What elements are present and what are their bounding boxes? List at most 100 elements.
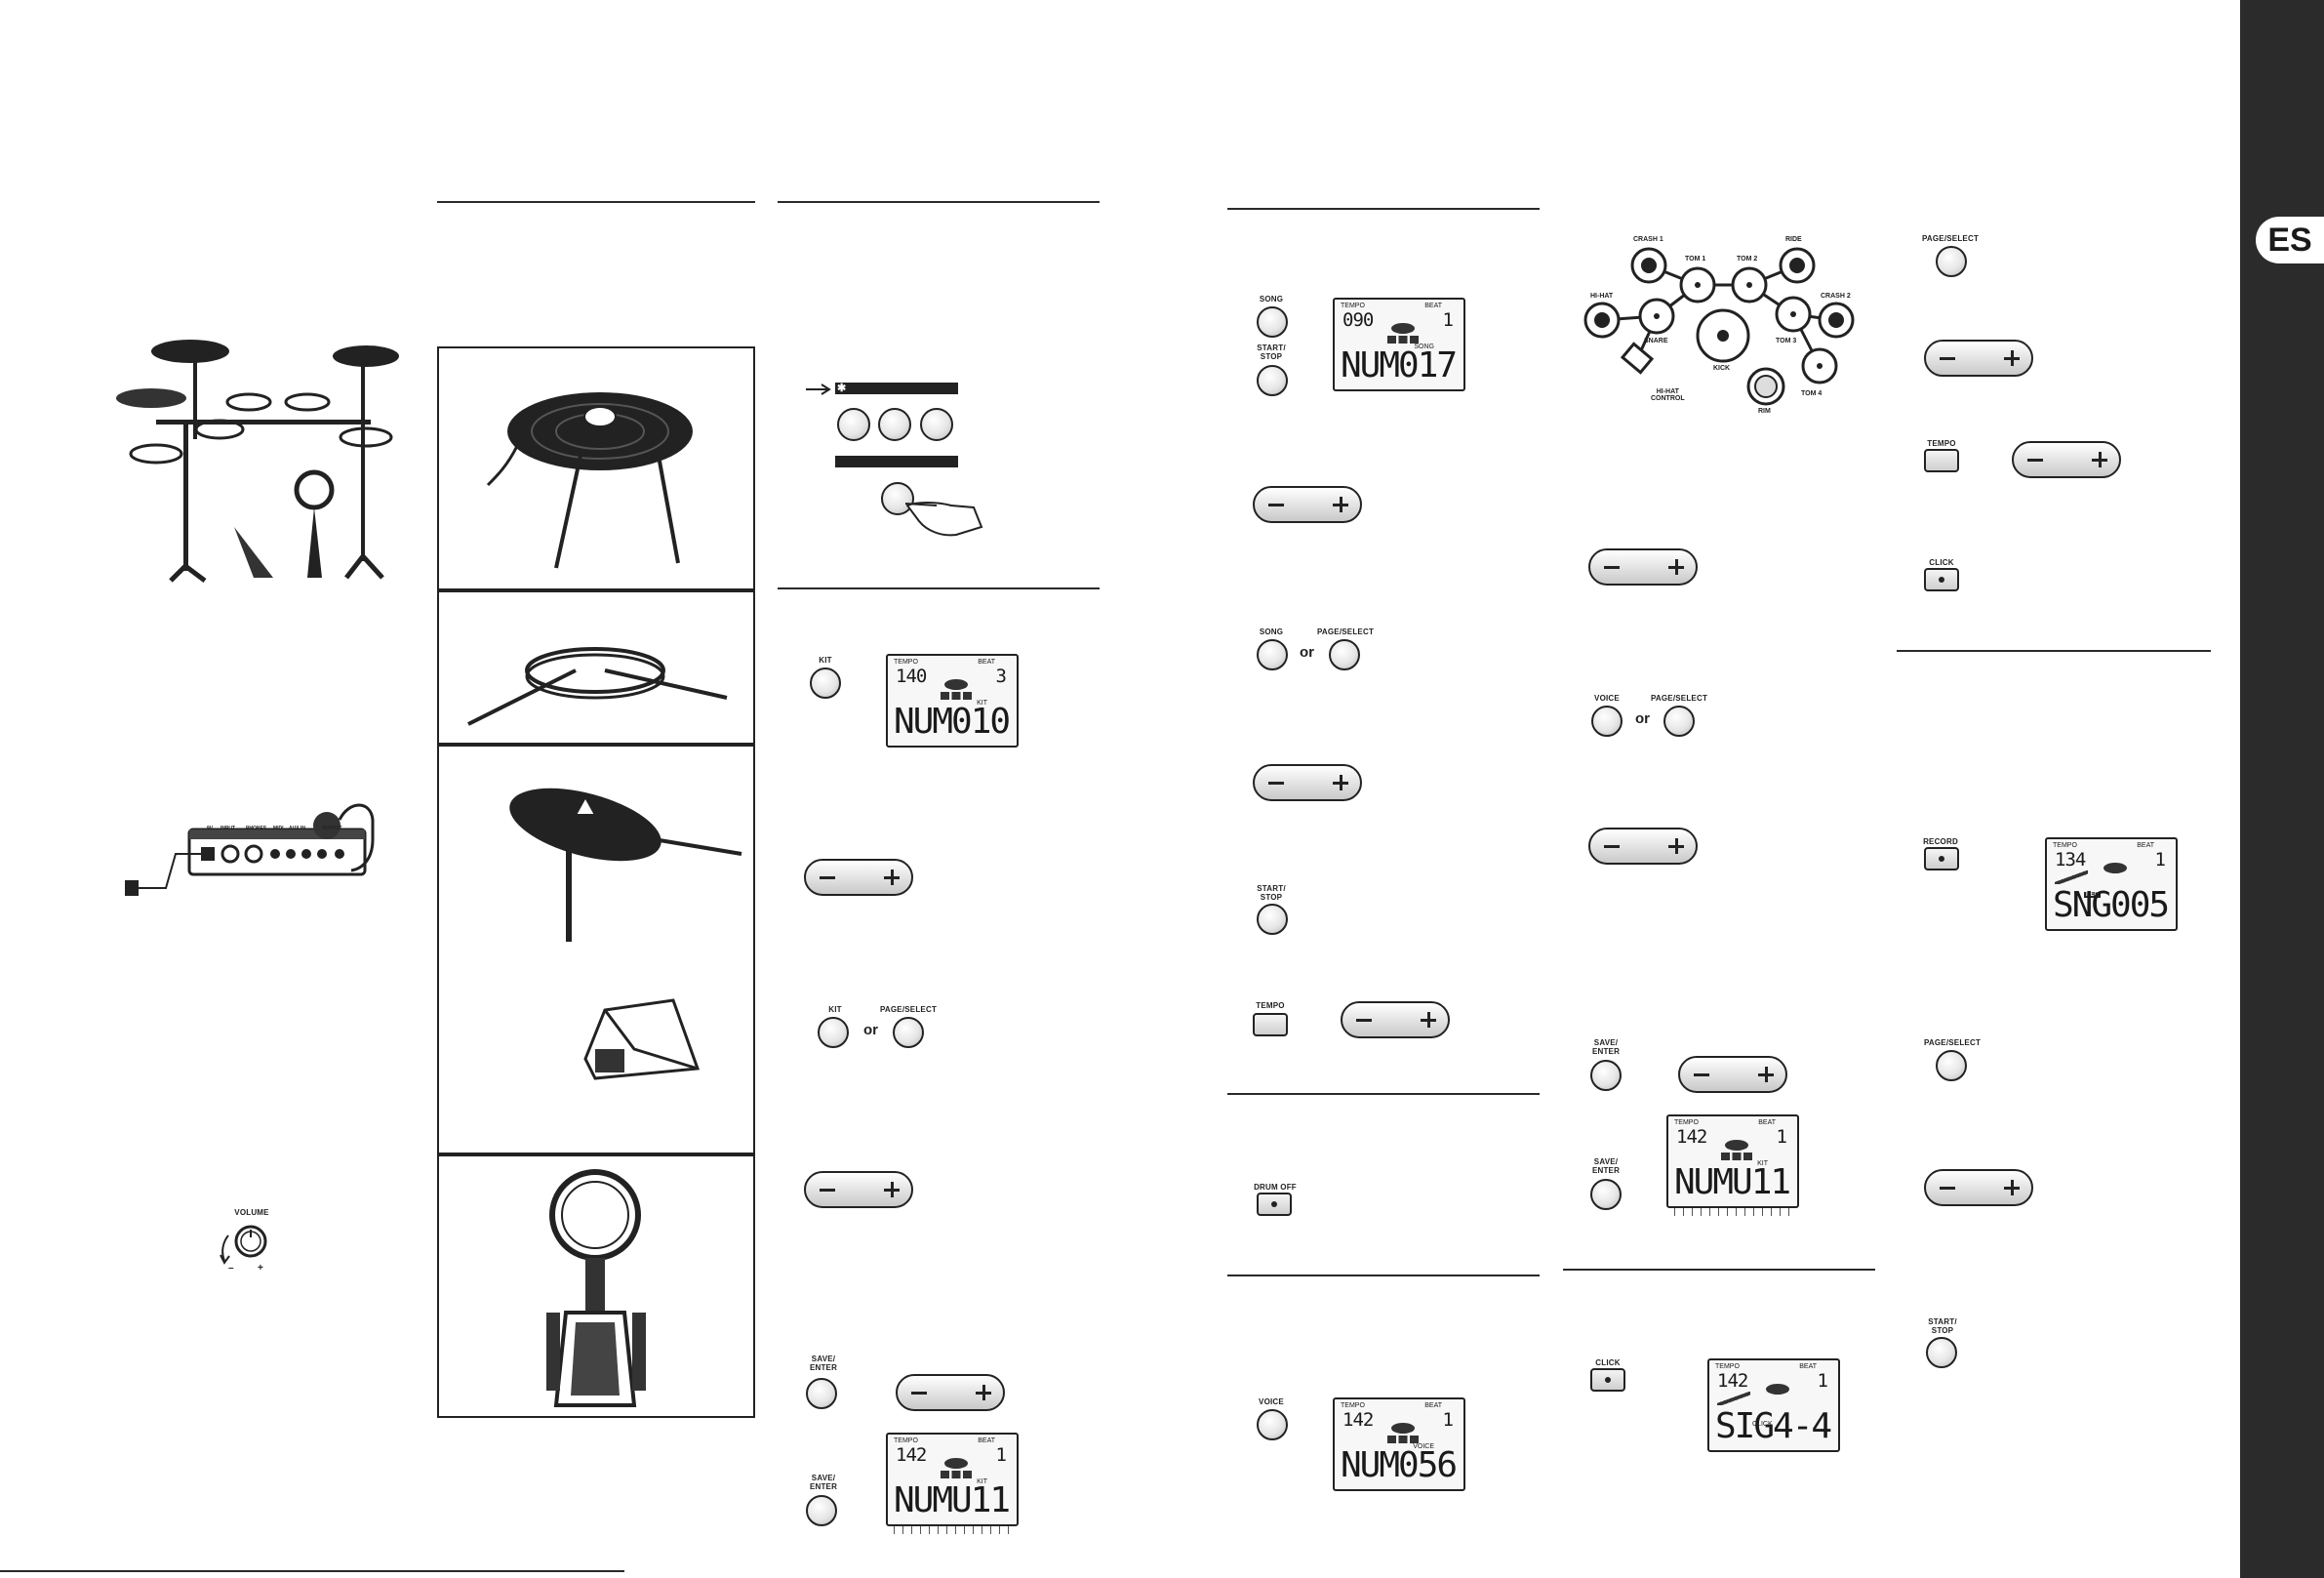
section-rule	[437, 201, 755, 203]
lcd-tempo-value: 142	[1342, 1409, 1374, 1431]
section-rule	[1227, 208, 1540, 210]
language-tab[interactable]: ES	[2256, 217, 2324, 263]
lcd-mode-label: SONG	[1414, 344, 1434, 350]
minus-plus-button[interactable]	[1341, 1001, 1450, 1038]
click-button[interactable]	[1924, 568, 1959, 591]
save-enter-button[interactable]	[806, 1495, 837, 1526]
lcd-beat-value: 1	[1776, 1126, 1787, 1148]
lcd-drum-icon	[2104, 863, 2127, 873]
record-label: RECORD	[1923, 837, 1958, 846]
minus-plus-button[interactable]	[1588, 828, 1698, 865]
minus-plus-button[interactable]	[1253, 486, 1362, 523]
section-rule	[1563, 1269, 1875, 1271]
lcd-beat-icon	[1721, 1153, 1752, 1160]
save-enter-label: SAVE/ ENTER	[1591, 1038, 1621, 1056]
selection-button-3[interactable]	[920, 408, 953, 441]
voice-save-display: TEMPO BEAT 142 1 KIT NUMU11	[1666, 1114, 1799, 1216]
minus-plus-button[interactable]	[896, 1374, 1005, 1411]
lcd-main-value: NUMU11	[1674, 1162, 1791, 1202]
kit-button[interactable]	[818, 1017, 849, 1048]
minus-plus-button[interactable]	[804, 1171, 913, 1208]
page-select-button[interactable]	[1329, 639, 1360, 670]
minus-plus-button[interactable]	[1253, 764, 1362, 801]
lcd-tempo-label: TEMPO	[1674, 1119, 1699, 1126]
rear-label-aux-in: AUX IN	[289, 826, 305, 831]
volume-knob[interactable]	[207, 1218, 275, 1276]
minus-plus-button[interactable]	[1678, 1056, 1787, 1093]
voice-button[interactable]	[1591, 706, 1623, 737]
volume-plus-label: +	[258, 1263, 264, 1274]
lcd-drum-icon	[944, 679, 968, 690]
page-select-button[interactable]	[1936, 246, 1967, 277]
drum-off-button[interactable]	[1257, 1193, 1292, 1216]
tempo-button[interactable]	[1253, 1013, 1288, 1036]
voice-label: VOICE	[1259, 1397, 1284, 1406]
start-stop-button[interactable]	[1926, 1337, 1957, 1368]
record-button[interactable]	[1924, 847, 1959, 870]
lcd-beat-label: BEAT	[1799, 1363, 1817, 1370]
lcd-tempo-value: 142	[1717, 1370, 1748, 1392]
lcd-beat-label: BEAT	[978, 659, 995, 666]
drum-module-rear-illustration	[125, 803, 375, 896]
save-enter-button[interactable]	[1590, 1060, 1622, 1091]
minus-plus-button[interactable]	[2012, 441, 2121, 478]
pad-label-hihat-control: HI-HAT CONTROL	[1651, 388, 1685, 402]
song-label: SONG	[1259, 295, 1284, 303]
press-button[interactable]	[881, 482, 914, 515]
lcd-tempo-label: TEMPO	[1341, 303, 1365, 309]
save-enter-button[interactable]	[806, 1378, 837, 1409]
lcd-main-value: SIG4-4	[1715, 1406, 1832, 1446]
click-button[interactable]	[1590, 1368, 1625, 1392]
rear-label-input: INPUT	[220, 826, 235, 831]
lcd-mode-label: KIT	[977, 700, 987, 707]
tempo-label: TEMPO	[1927, 439, 1956, 448]
lcd-drum-icon	[1766, 1384, 1789, 1395]
lcd-mode-label: KIT	[1757, 1160, 1768, 1167]
selection-button-1[interactable]	[837, 408, 870, 441]
asterisk-icon: ✱	[837, 383, 847, 394]
rear-label-phones: PHONES	[246, 826, 267, 831]
lcd-tempo-label: TEMPO	[894, 1437, 918, 1444]
kit-save-display: TEMPO BEAT 142 1 KIT NUMU11	[886, 1433, 1019, 1534]
lcd-beat-value: 3	[995, 666, 1007, 687]
display-bar-top	[835, 383, 958, 394]
lcd-mode-label: KIT	[977, 1478, 987, 1485]
ride-cymbal-illustration	[509, 788, 742, 942]
page-select-button[interactable]	[1936, 1050, 1967, 1081]
lcd-beat-value: 1	[1817, 1370, 1828, 1392]
start-stop-button[interactable]	[1257, 365, 1288, 396]
section-rule	[1227, 1275, 1540, 1276]
selection-button-2[interactable]	[878, 408, 911, 441]
lcd-beat-label: BEAT	[2137, 842, 2154, 849]
kit-button[interactable]	[810, 668, 841, 699]
tempo-button[interactable]	[1924, 449, 1959, 472]
pad-label-hihat: HI-HAT	[1590, 293, 1614, 300]
lcd-tempo-label: TEMPO	[2053, 842, 2077, 849]
lcd-beat-icon	[941, 692, 972, 700]
rear-label-output: OUTPUT	[322, 826, 342, 831]
page-select-button[interactable]	[893, 1017, 924, 1048]
start-stop-label: START/ STOP	[1257, 344, 1286, 361]
minus-plus-button[interactable]	[1924, 340, 2033, 377]
lcd-drum-icon	[1725, 1140, 1748, 1151]
hihat-pedal-illustration	[583, 998, 701, 1080]
song-button[interactable]	[1257, 306, 1288, 338]
song-label: SONG	[1259, 627, 1284, 636]
voice-button[interactable]	[1257, 1409, 1288, 1440]
lcd-main-value: NUM017	[1341, 345, 1458, 385]
page-select-button[interactable]	[1663, 706, 1695, 737]
section-rule	[778, 201, 1100, 203]
display-bar-bottom	[835, 456, 958, 467]
lcd-tempo-label: TEMPO	[1341, 1402, 1365, 1409]
start-stop-button[interactable]	[1257, 904, 1288, 935]
pad-label-tom1: TOM 1	[1685, 256, 1706, 263]
lcd-beat-label: BEAT	[1424, 1402, 1442, 1409]
song-button[interactable]	[1257, 639, 1288, 670]
save-enter-button[interactable]	[1590, 1179, 1622, 1210]
cymbal-illustration-box	[437, 346, 755, 590]
pointing-hand-icon	[904, 502, 983, 537]
lcd-drum-icon	[1391, 1423, 1415, 1434]
minus-plus-button[interactable]	[804, 859, 913, 896]
minus-plus-button[interactable]	[1588, 548, 1698, 586]
minus-plus-button[interactable]	[1924, 1169, 2033, 1206]
